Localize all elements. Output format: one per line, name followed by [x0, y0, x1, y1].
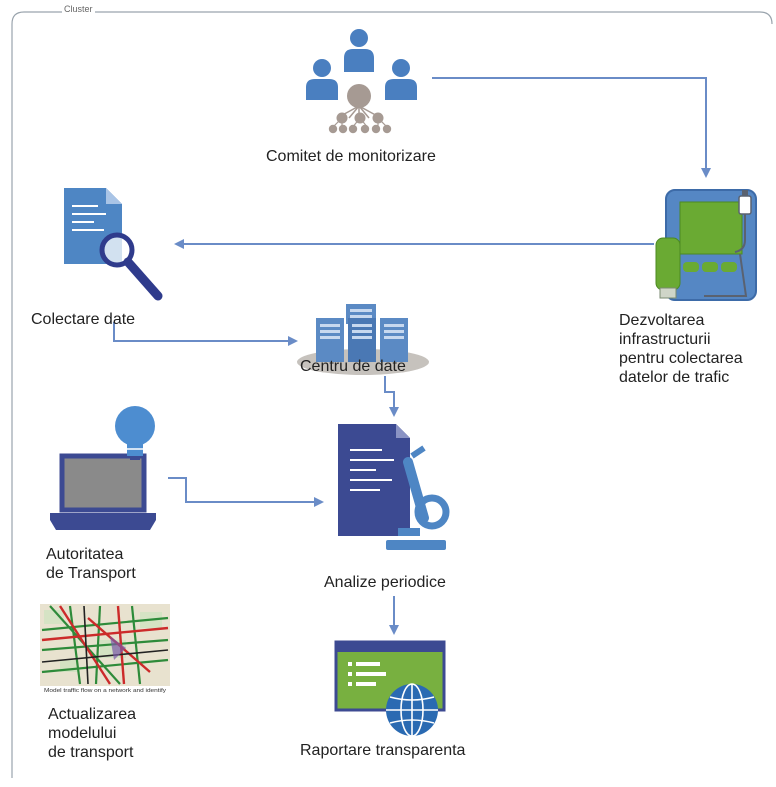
cluster-border [11, 11, 773, 778]
arrow-committee-to-infrastructure [432, 77, 711, 178]
arrow-authority-to-analysis [168, 477, 324, 507]
infrastructure-label: Dezvoltarea infrastructurii pentru colec… [619, 311, 743, 387]
traffic-device-icon [655, 189, 757, 301]
committee-label: Comitet de monitorizare [266, 148, 436, 165]
infrastructure-label-line: pentru colectarea [619, 350, 743, 367]
data-collection-label: Colectare date [31, 311, 136, 328]
transport-authority-label: Autoritatea de Transport [46, 545, 136, 583]
model-update-label: Actualizarea modelului de transport [48, 705, 136, 762]
model-update-label-line: modelului [48, 725, 117, 742]
infrastructure-label-line: Dezvoltarea [619, 312, 705, 329]
document-microscope-icon [338, 424, 450, 550]
cluster-title: Cluster [62, 4, 95, 14]
traffic-map-thumbnail: Model traffic flow on a network and iden… [40, 604, 170, 694]
transport-authority-label-line: de Transport [46, 565, 136, 582]
infrastructure-label-line: infrastructurii [619, 331, 711, 348]
arrow-datacenter-to-analysis [384, 376, 399, 417]
document-search-icon [64, 188, 163, 301]
laptop-lightbulb-icon [50, 406, 156, 530]
server-rack-icon [297, 304, 429, 375]
transport-authority-label-line: Autoritatea [46, 546, 124, 563]
connectors [113, 77, 711, 635]
infrastructure-label-line: datelor de trafic [619, 369, 730, 386]
arrow-collection-to-datacenter [113, 322, 298, 346]
map-caption: Model traffic flow on a network and iden… [44, 688, 166, 694]
data-center-label: Centru de date [300, 358, 406, 375]
committee-icon [306, 29, 417, 134]
periodic-analysis-label: Analize periodice [324, 574, 446, 591]
model-update-label-line: de transport [48, 744, 134, 761]
report-globe-icon [334, 640, 446, 737]
reporting-label: Raportare transparenta [300, 742, 466, 759]
model-update-label-line: Actualizarea [48, 706, 137, 723]
